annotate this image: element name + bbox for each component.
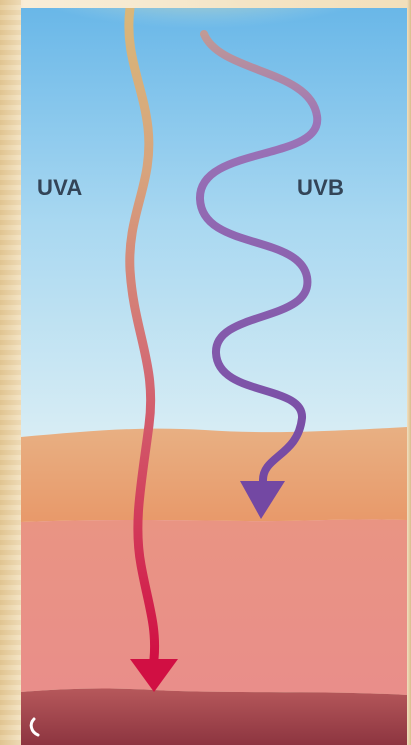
uva-label: UVA xyxy=(37,175,82,200)
upper-skin-layer xyxy=(21,427,407,522)
middle-skin-layer xyxy=(21,519,407,695)
lower-skin-layer xyxy=(21,689,407,745)
uvb-label: UVB xyxy=(297,175,344,200)
